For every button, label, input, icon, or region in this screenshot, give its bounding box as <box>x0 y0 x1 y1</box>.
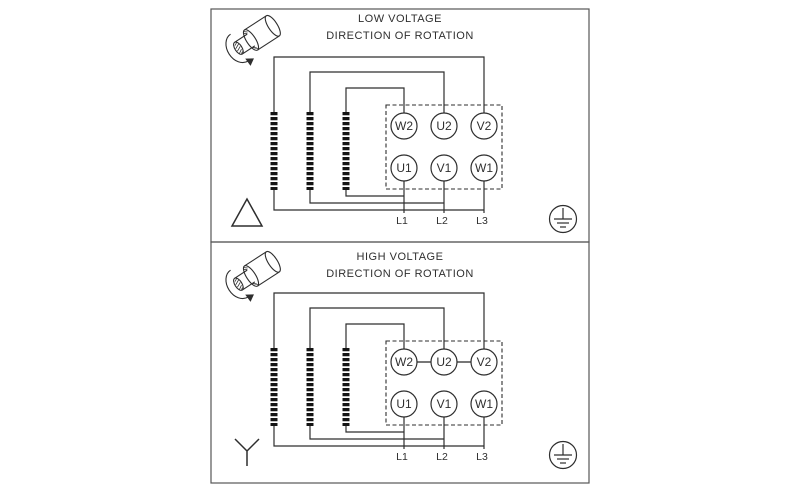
panel-border <box>210 241 590 484</box>
supply-line-label: L2 <box>436 215 448 227</box>
terminal-label: U1 <box>396 397 412 411</box>
terminal-label: V1 <box>437 161 452 175</box>
terminal-label: W1 <box>475 161 493 175</box>
panel-title: HIGH VOLTAGE <box>357 251 444 263</box>
terminal-label: V1 <box>437 397 452 411</box>
terminal-label: U1 <box>396 161 412 175</box>
terminal-label: W2 <box>395 355 413 369</box>
terminal-label: W1 <box>475 397 493 411</box>
wye-connection-symbol <box>234 438 260 466</box>
panel-subtitle: DIRECTION OF ROTATION <box>326 30 474 42</box>
delta-connection-symbol <box>230 197 264 227</box>
terminal-label: V2 <box>477 119 492 133</box>
panel-title: LOW VOLTAGE <box>358 13 442 25</box>
supply-line-label: L3 <box>476 215 488 227</box>
terminal-label: V2 <box>477 355 492 369</box>
supply-line-label: L1 <box>396 451 408 463</box>
terminal-label: U2 <box>436 119 452 133</box>
panel-subtitle: DIRECTION OF ROTATION <box>326 268 474 280</box>
supply-line-label: L3 <box>476 451 488 463</box>
supply-line-label: L1 <box>396 215 408 227</box>
terminal-label: W2 <box>395 119 413 133</box>
supply-line-label: L2 <box>436 451 448 463</box>
panel-high-voltage: HIGH VOLTAGE DIRECTION OF ROTATION W2 U2… <box>210 241 590 484</box>
panel-low-voltage: LOW VOLTAGE DIRECTION OF ROTATION W2 U2 … <box>210 8 590 243</box>
terminal-label: U2 <box>436 355 452 369</box>
